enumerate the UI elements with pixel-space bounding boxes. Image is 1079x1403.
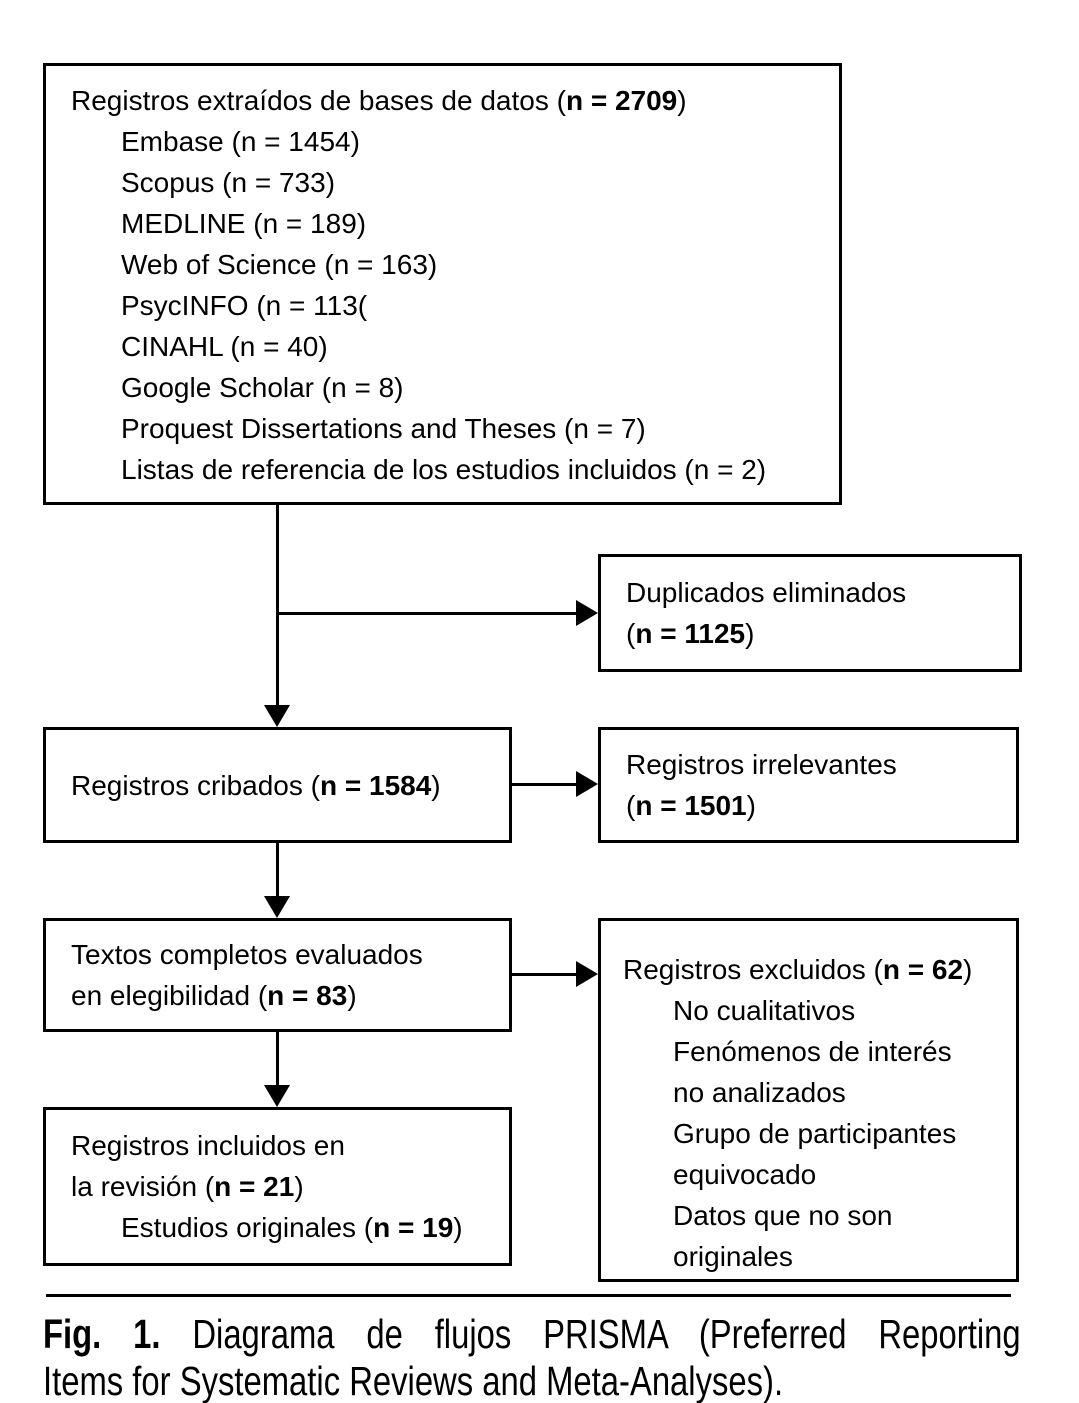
text-line: PsycINFO (n = 113( [71,285,831,326]
arrow-identification-to-screened-head [264,705,290,727]
text-line: (n = 1501) [626,785,1016,826]
arrow-fulltext-to-included-head [264,1085,290,1107]
arrow-screened-to-irrelevant-shaft [512,783,578,786]
text-segment: ) [677,85,687,116]
text-line: Web of Science (n = 163) [71,244,831,285]
text-segment: ) [347,980,357,1011]
text-line: MEDLINE (n = 189) [71,203,831,244]
text-line: Datos que no son [623,1195,1012,1236]
box-fulltext-assessed: Textos completos evaluados en elegibilida… [43,918,512,1032]
box-records-screened: Registros cribados (n = 1584) [43,727,512,843]
arrow-identification-to-screened-shaft [276,505,279,707]
text-segment: ( [626,790,636,821]
arrow-to-duplicates-shaft [276,612,578,615]
text-segment: Items for Systematic Reviews and Meta-An… [43,1358,784,1403]
text-segment: Registros extraídos de bases de datos ( [71,85,566,116]
text-segment: ) [431,769,441,801]
text-segment: Textos completos evaluados [71,939,423,970]
box-irrelevant-records: Registros irrelevantes (n = 1501) [598,727,1019,843]
arrow-screened-to-fulltext-shaft [276,843,279,898]
arrow-fulltext-to-excluded-shaft [512,973,578,976]
text-line: Scopus (n = 733) [71,162,831,203]
text-segment: en elegibilidad ( [71,980,268,1011]
text-segment: Fenómenos de interés [673,1036,952,1067]
text-segment: Embase (n = 1454) [121,126,360,157]
text-line: Items for Systematic Reviews and Meta-An… [43,1358,1021,1403]
text-line: Duplicados eliminados [626,572,1019,613]
text-line: Registros cribados (n = 1584) [71,765,509,806]
box-records-included: Registros incluidos en la revisión (n = 2… [43,1107,512,1266]
text-segment: Registros incluidos en [71,1130,345,1161]
text-line: Registros irrelevantes [626,744,1016,785]
text-segment: CINAHL (n = 40) [121,331,328,362]
text-line: Proquest Dissertations and Theses (n = 7… [71,408,831,449]
text-segment: ) [453,1212,463,1243]
text-segment: Web of Science (n = 163) [121,249,438,280]
text-segment: Fig. 1. [43,1311,161,1357]
figure-caption: Fig. 1. Diagrama de flujos PRISMA (Prefe… [43,1311,1021,1403]
text-line: Google Scholar (n = 8) [71,367,831,408]
text-line: Registros excluidos (n = 62) [623,949,1012,990]
text-line: Grupo de participantes [623,1113,1012,1154]
arrow-screened-to-irrelevant-head [576,771,598,797]
text-line: No cualitativos [623,990,1012,1031]
text-segment: Registros excluidos ( [623,954,883,985]
caption-divider [46,1294,1011,1297]
text-segment: n = 1584 [319,769,432,801]
text-segment: Datos que no son [673,1200,893,1231]
arrow-fulltext-to-included-shaft [276,1032,279,1087]
text-line: la revisión (n = 21) [71,1166,505,1207]
text-line: Estudios originales (n = 19) [71,1207,505,1248]
text-line: originales [623,1236,1012,1277]
text-segment: n = 19 [373,1212,454,1243]
text-segment: originales [673,1241,793,1272]
text-segment: ) [746,790,756,821]
text-segment: PsycINFO (n = 113( [121,290,368,321]
arrow-to-duplicates-head [576,600,598,626]
text-line: (n = 1125) [626,613,1019,654]
text-segment: n = 83 [267,980,348,1011]
text-segment: ) [745,618,755,649]
text-segment: ( [626,618,636,649]
arrow-screened-to-fulltext-head [264,896,290,918]
text-line: Fig. 1. Diagrama de flujos PRISMA (Prefe… [43,1311,1021,1358]
text-segment: MEDLINE (n = 189) [121,208,367,239]
text-segment: Estudios originales ( [121,1212,374,1243]
text-line: equivocado [623,1154,1012,1195]
text-line: en elegibilidad (n = 83) [71,975,509,1016]
text-segment: Registros cribados ( [71,769,320,801]
text-segment: Diagrama de flujos PRISMA (Preferred Rep… [160,1311,1021,1357]
text-segment: Duplicados eliminados [626,577,907,608]
box-identification-records: Registros extraídos de bases de datos (n… [43,63,842,505]
text-segment: ) [963,954,973,985]
text-segment: n = 1125 [635,618,746,649]
text-line: Fenómenos de interés [623,1031,1012,1072]
box-records-excluded: Registros excluidos (n = 62) No cualitati… [598,918,1019,1282]
text-line: CINAHL (n = 40) [71,326,831,367]
box-duplicates-removed: Duplicados eliminados (n = 1125) [598,554,1022,672]
text-segment: Google Scholar (n = 8) [121,372,404,403]
arrow-fulltext-to-excluded-head [576,961,598,987]
text-segment: n = 1501 [635,790,747,821]
text-segment: Grupo de participantes [673,1118,957,1149]
text-segment: No cualitativos [673,995,856,1026]
text-line: Textos completos evaluados [71,934,509,975]
text-line: Embase (n = 1454) [71,121,831,162]
text-segment: Listas de referencia de los estudios inc… [121,454,767,485]
text-segment: la revisión ( [71,1171,215,1202]
text-segment: n = 21 [214,1171,295,1202]
text-segment: equivocado [673,1159,817,1190]
text-line: Listas de referencia de los estudios inc… [71,449,831,490]
text-segment: Scopus (n = 733) [121,167,336,198]
text-line: no analizados [623,1072,1012,1113]
text-line: Registros extraídos de bases de datos (n… [71,80,831,121]
text-line: Registros incluidos en [71,1125,505,1166]
text-segment: n = 62 [882,954,964,985]
text-segment: n = 2709 [565,85,678,116]
text-segment: Proquest Dissertations and Theses (n = 7… [121,413,646,444]
text-segment: ) [294,1171,304,1202]
text-segment: Registros irrelevantes [626,749,897,780]
text-segment: no analizados [673,1077,846,1108]
